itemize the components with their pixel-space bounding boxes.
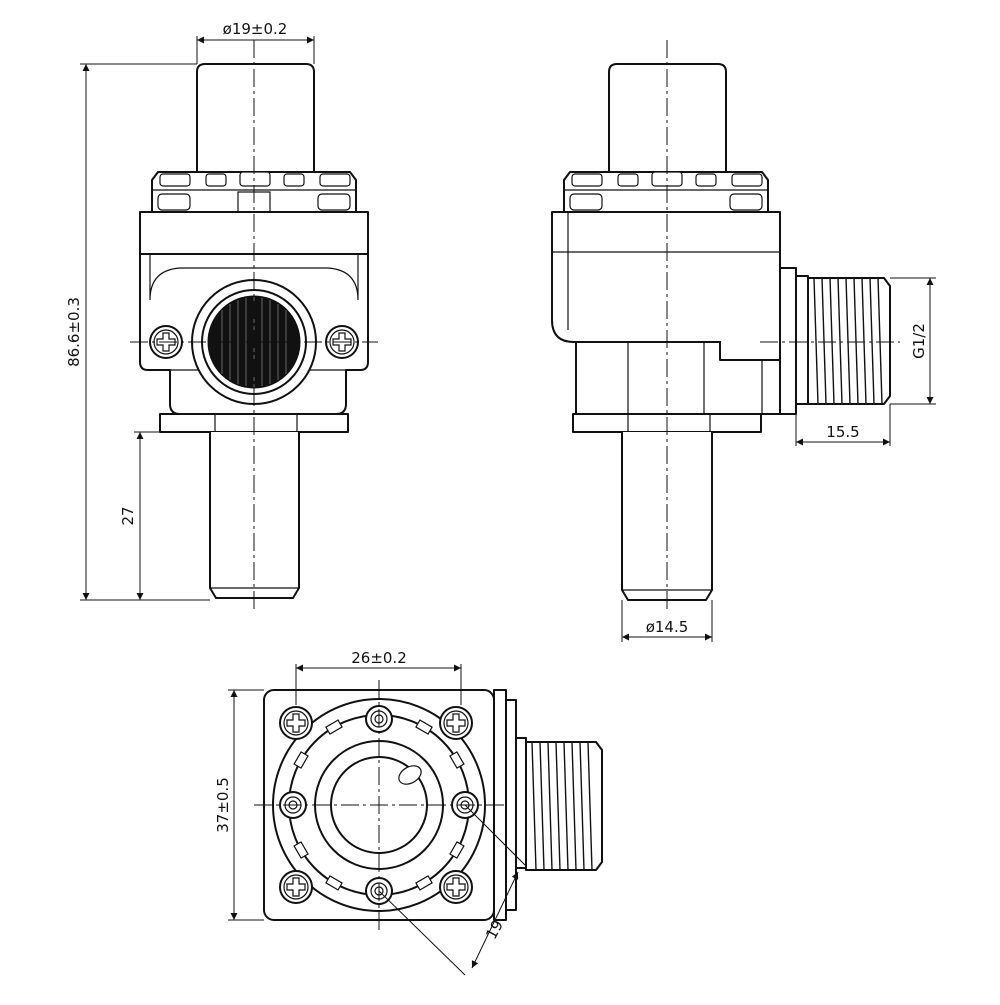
bottom-corner-screw-tl: [279, 706, 313, 740]
dim-total-height-label: 86.6±0.3: [65, 297, 83, 367]
front-dim-total-height: 86.6±0.3: [65, 63, 210, 601]
bottom-corner-screw-br: [439, 870, 473, 904]
bottom-dim-width: 26±0.2: [295, 649, 462, 705]
front-dim-top-diameter: ø19±0.2: [196, 20, 315, 64]
side-dim-thread-length: 15.5: [795, 404, 891, 446]
bottom-outlet-collar: [515, 737, 527, 869]
bottom-key-slot: [398, 765, 422, 785]
front-cap: [196, 63, 315, 172]
front-dim-pipe-length: 27: [119, 431, 210, 600]
side-outlet-thread: [807, 277, 891, 405]
dim-height-label: 37±0.5: [214, 777, 232, 833]
dim-thread-length-label: 15.5: [826, 423, 859, 441]
bottom-ring-notches: [293, 719, 465, 891]
side-view: G1/2 15.5 ø14.5: [551, 40, 936, 642]
front-view: ø19±0.2 86.6±0.3 27: [65, 20, 378, 612]
dim-pipe-diameter-label: ø14.5: [646, 618, 689, 636]
dim-width-label: 26±0.2: [351, 649, 407, 667]
bottom-bore-inner: [330, 756, 428, 854]
bottom-view: 26±0.2 37±0.5 19: [214, 649, 603, 976]
bottom-thread-lines: [531, 741, 593, 871]
side-dim-pipe-diameter: ø14.5: [621, 600, 713, 642]
dim-pipe-length-label: 27: [119, 506, 137, 525]
side-dim-thread: G1/2: [890, 277, 936, 405]
bottom-dim-height: 37±0.5: [214, 689, 264, 921]
dim-diameter-top-label: ø19±0.2: [223, 20, 288, 38]
side-outlet-collar: [795, 275, 809, 405]
side-body: [551, 211, 781, 361]
side-thread-lines: [813, 277, 883, 405]
bottom-corner-screw-tr: [439, 706, 473, 740]
side-outlet-hex: [779, 267, 797, 415]
dim-thread-label: G1/2: [910, 323, 928, 359]
bottom-corner-screw-bl: [279, 870, 313, 904]
